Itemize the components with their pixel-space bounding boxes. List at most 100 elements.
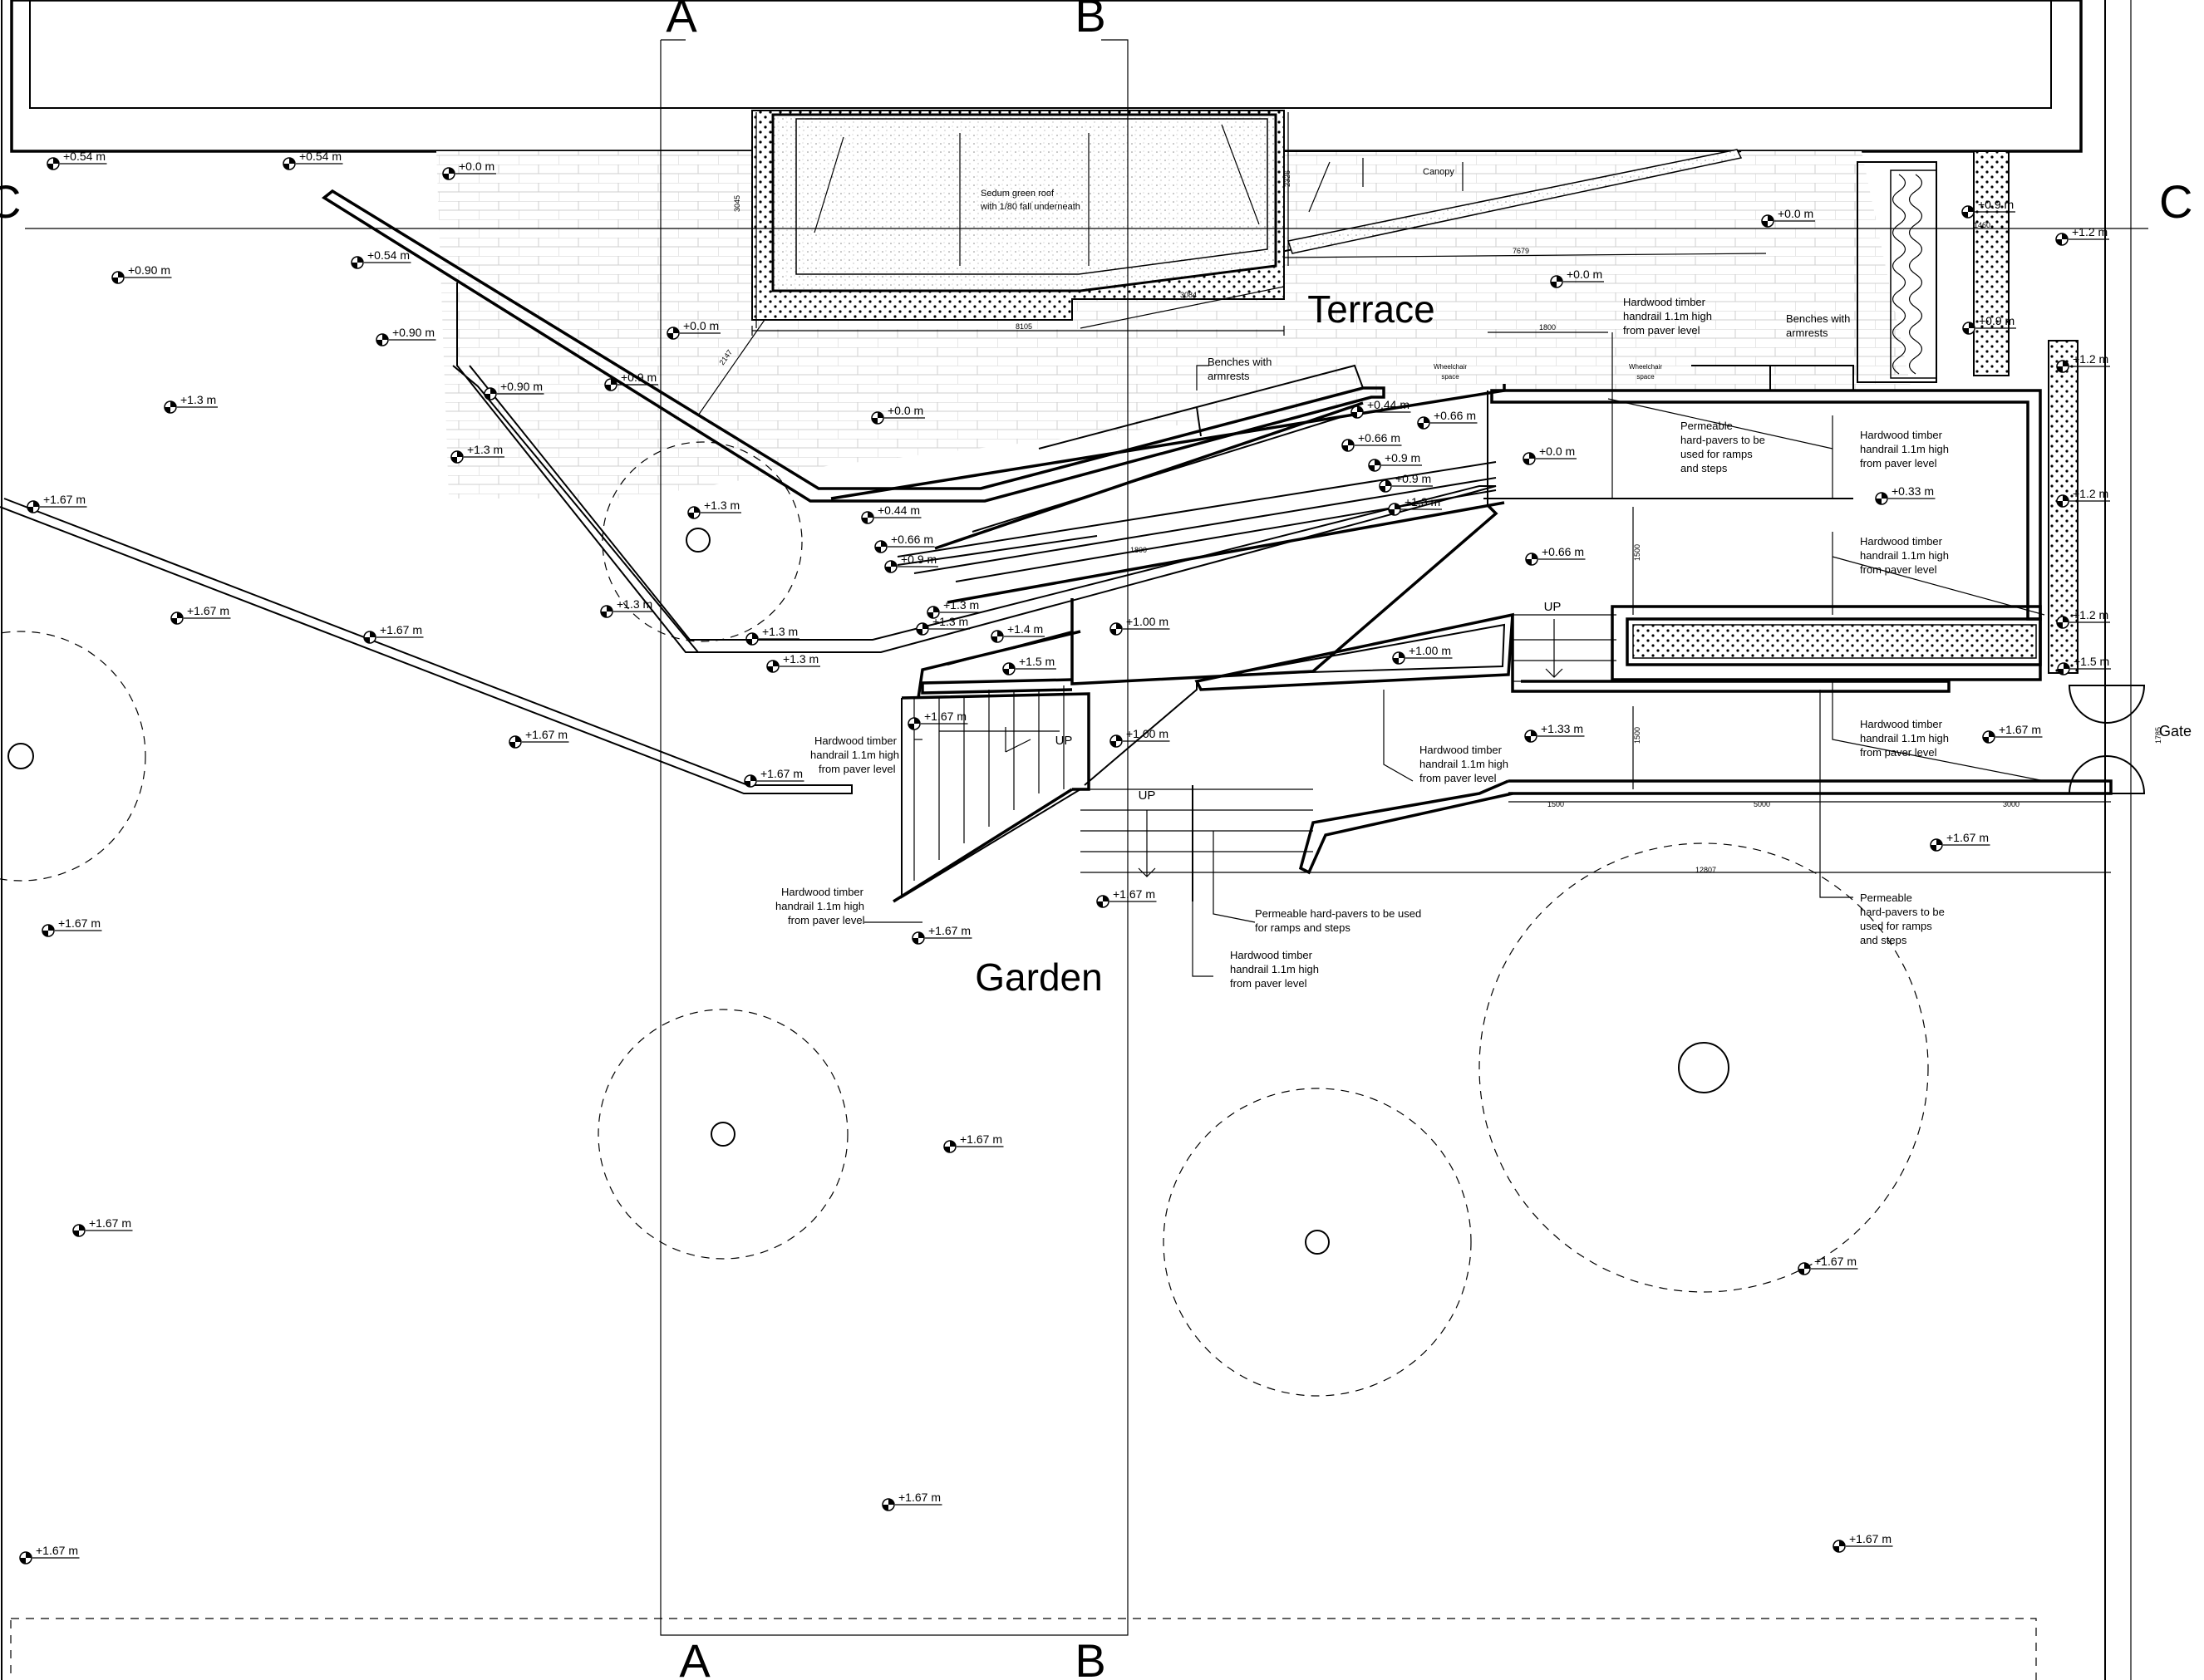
handrail-note-r1-1: Hardwood timber (1860, 429, 1943, 441)
dim-1500: 1500 (1547, 800, 1564, 808)
wheelchair-note-2a: Wheelchair (1629, 363, 1662, 371)
bench-note-left-2: armrests (1208, 370, 1250, 382)
level-symbol-icon (1341, 439, 1355, 452)
level-value: +1.3 m (932, 615, 968, 628)
level-symbol-icon (1392, 651, 1405, 665)
level-marker: +1.67 m (27, 493, 87, 513)
canopy: Canopy (1253, 149, 1743, 259)
level-marker: +1.67 m (363, 623, 424, 644)
level-symbol-icon (1523, 452, 1536, 465)
dim-1785: 1785 (2154, 727, 2162, 744)
level-symbol-icon (283, 157, 296, 170)
level-symbol-icon (27, 500, 40, 513)
level-marker: +0.9 m (604, 371, 658, 391)
level-symbol-icon (164, 400, 177, 414)
level-marker: +1.00 m (1392, 644, 1453, 665)
green-roof-label-2: with 1/80 fall underneath (980, 202, 1080, 212)
level-symbol-icon (916, 622, 929, 636)
wheelchair-note-1a: Wheelchair (1434, 363, 1467, 371)
level-value: +1.3 m (1405, 495, 1440, 508)
level-value: +1.67 m (380, 623, 422, 636)
level-marker: +1.2 m (2056, 352, 2110, 373)
level-symbol-icon (1962, 322, 1975, 335)
level-marker: +1.2 m (2056, 487, 2110, 508)
level-symbol-icon (1525, 553, 1538, 566)
level-value: +1.67 m (525, 728, 568, 741)
level-symbol-icon (667, 327, 680, 340)
handrail-note-bl-2: handrail 1.1m high (775, 900, 864, 912)
level-symbol-icon (42, 924, 55, 937)
level-marker: +0.0 m (667, 319, 721, 340)
level-symbol-icon (1002, 662, 1016, 675)
level-value: +0.9 m (1979, 314, 2015, 327)
dim-1800: 1800 (1539, 323, 1556, 332)
ramp-walls (321, 189, 2113, 875)
level-marker: +0.9 m (1379, 472, 1433, 493)
level-marker: +1.3 m (600, 597, 654, 618)
level-value: +1.3 m (762, 625, 798, 638)
level-symbol-icon (766, 660, 780, 673)
level-marker: +0.0 m (1550, 268, 1604, 288)
level-symbol-icon (2057, 662, 2070, 675)
level-marker: +1.67 m (509, 728, 569, 749)
handrail-note-left-1: Hardwood timber (814, 734, 898, 747)
level-marker: +0.0 m (1761, 207, 1815, 228)
level-symbol-icon (376, 333, 389, 346)
level-symbol-icon (2056, 360, 2069, 373)
level-marker: +1.67 m (1833, 1532, 1893, 1553)
level-marker: +1.3 m (450, 443, 504, 464)
level-marker: +0.9 m (1368, 451, 1422, 472)
level-value: +1.4 m (1007, 622, 1043, 636)
level-value: +0.90 m (392, 326, 435, 339)
handrail-note-bl-3: from paver level (788, 914, 865, 926)
level-value: +1.00 m (1409, 644, 1451, 657)
level-symbol-icon (745, 632, 759, 646)
level-symbol-icon (2056, 616, 2069, 629)
level-marker: +0.66 m (1525, 545, 1586, 566)
garden-label: Garden (975, 955, 1102, 999)
level-symbol-icon (991, 630, 1004, 643)
level-symbol-icon (1417, 416, 1430, 430)
level-symbol-icon (1379, 479, 1392, 493)
level-value: +0.0 m (888, 404, 923, 417)
level-marker: +0.54 m (283, 150, 343, 170)
level-marker: +1.67 m (1798, 1255, 1858, 1275)
level-value: +1.2 m (2072, 225, 2108, 238)
note-leaders (864, 332, 2045, 977)
level-value: +1.2 m (2073, 487, 2108, 500)
level-symbol-icon (600, 605, 613, 618)
green-roof-label-1: Sedum green roof (981, 189, 1055, 199)
pavers-note-right-3: used for ramps (1860, 920, 1932, 932)
handrail-note-r3-1: Hardwood timber (1860, 718, 1943, 730)
level-value: +1.3 m (783, 652, 819, 666)
level-marker: +1.67 m (908, 710, 968, 730)
green-roof: Sedum green roof with 1/80 fall undernea… (751, 110, 1285, 321)
dim-1500-vertical: 1500 (1633, 544, 1641, 561)
handrail-note-bl-1: Hardwood timber (781, 886, 864, 898)
pavers-note-top-4: and steps (1680, 462, 1728, 474)
handrail-note-r1-2: handrail 1.1m high (1860, 443, 1949, 455)
level-value: +1.67 m (43, 493, 86, 506)
level-marker: +1.67 m (72, 1216, 133, 1237)
level-symbol-icon (170, 612, 184, 625)
level-value: +0.44 m (878, 504, 920, 517)
wheelchair-note-2b: space (1636, 373, 1655, 381)
handrail-note-left-2: handrail 1.1m high (810, 749, 899, 761)
level-value: +0.54 m (367, 248, 410, 262)
level-symbol-icon (1109, 622, 1123, 636)
dim-8105: 8105 (1016, 322, 1032, 331)
up-label-3: UP (1139, 788, 1156, 803)
level-symbol-icon (1350, 405, 1364, 419)
level-marker: +1.3 m (916, 615, 970, 636)
level-value: +0.0 m (459, 160, 494, 173)
level-symbol-icon (1798, 1262, 1811, 1275)
level-value: +0.0 m (683, 319, 719, 332)
level-symbol-icon (19, 1551, 32, 1565)
level-marker: +1.5 m (1002, 655, 1056, 675)
level-value: +1.33 m (1541, 722, 1583, 735)
level-marker: +1.67 m (42, 916, 102, 937)
gate[interactable]: Gate (2068, 685, 2192, 794)
level-value: +1.67 m (89, 1216, 131, 1230)
section-c-left: C (0, 175, 21, 228)
